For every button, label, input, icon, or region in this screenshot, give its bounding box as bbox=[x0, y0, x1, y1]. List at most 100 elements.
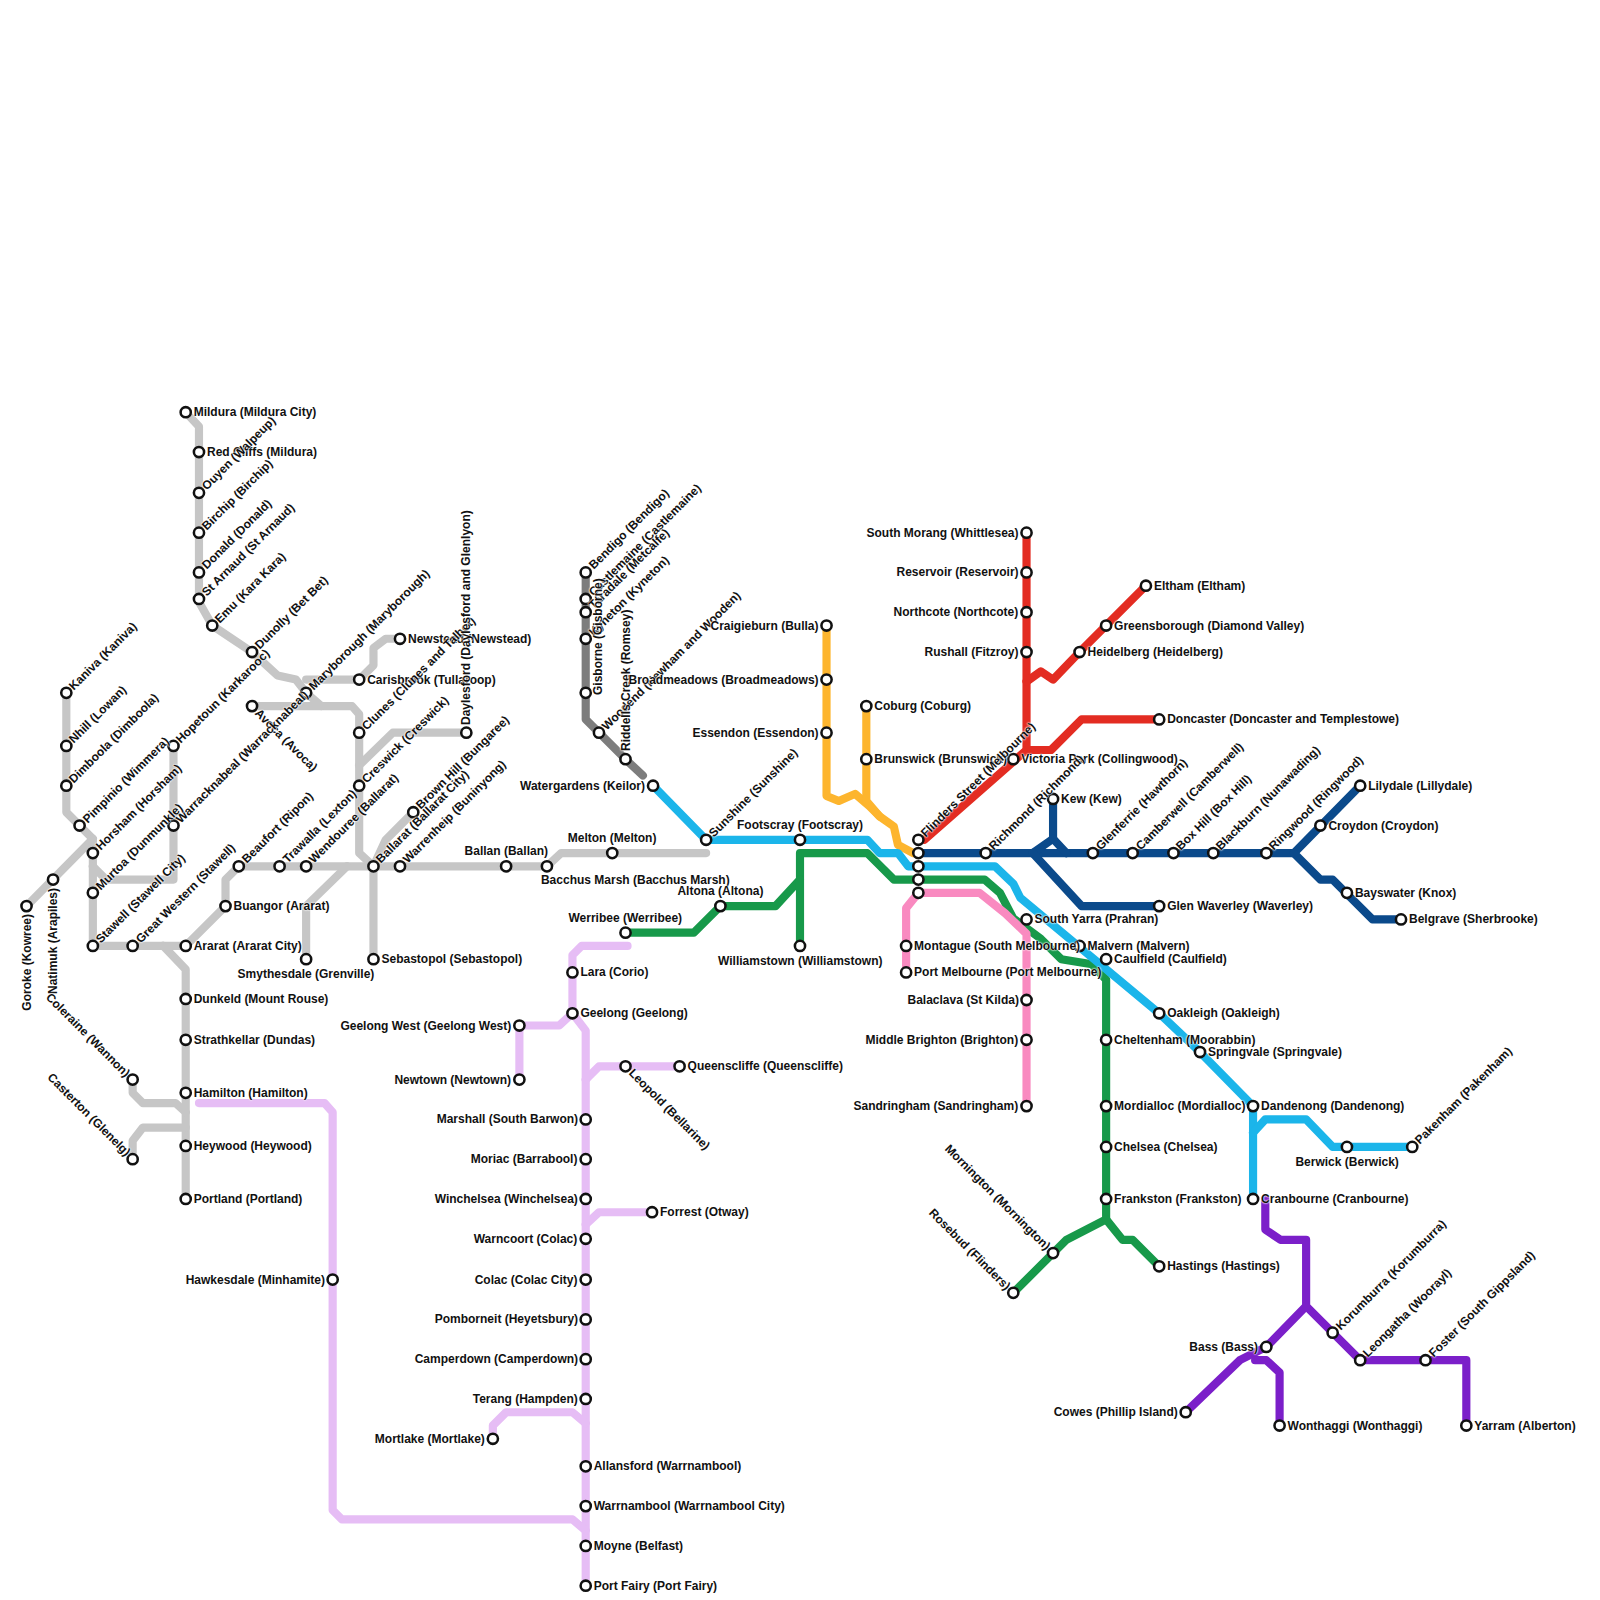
station-label: Mordialloc (Mordialloc) bbox=[1114, 1099, 1245, 1113]
station-label: Port Fairy (Port Fairy) bbox=[594, 1579, 717, 1593]
station-label: Werribee (Werribee) bbox=[569, 911, 683, 925]
station-label: Rushall (Fitzroy) bbox=[925, 645, 1019, 659]
station-dot bbox=[581, 1354, 591, 1364]
rail-line bbox=[133, 1080, 186, 1113]
station-dot bbox=[861, 701, 871, 711]
station-dot bbox=[181, 1194, 191, 1204]
station-dot bbox=[1396, 914, 1406, 924]
rail-line bbox=[653, 786, 1253, 1199]
station-label: Dandenong (Dandenong) bbox=[1261, 1099, 1404, 1113]
station-dot bbox=[581, 1394, 591, 1404]
station-label: Watergardens (Keilor) bbox=[520, 779, 645, 793]
station-dot bbox=[61, 741, 71, 751]
station-label: Heidelberg (Heidelberg) bbox=[1088, 645, 1223, 659]
station-dot bbox=[1021, 567, 1031, 577]
station-label: Balaclava (St Kilda) bbox=[908, 993, 1019, 1007]
station-label: Craigieburn (Bulla) bbox=[711, 619, 819, 633]
station-dot bbox=[301, 954, 311, 964]
station-label: Warrnambool (Warrnambool City) bbox=[594, 1499, 785, 1513]
station-dot bbox=[581, 1461, 591, 1471]
station-dot bbox=[1008, 1288, 1018, 1298]
station-label: Lilydale (Lillydale) bbox=[1368, 779, 1472, 793]
station-label: Oakleigh (Oakleigh) bbox=[1167, 1006, 1280, 1020]
station-label: Glen Waverley (Waverley) bbox=[1167, 899, 1313, 913]
station-label: Coleraine (Wannon) bbox=[43, 990, 133, 1080]
rail-line bbox=[1033, 853, 1160, 906]
station-label: Casterton (Glenelg) bbox=[44, 1070, 133, 1159]
station-dot bbox=[674, 1061, 684, 1071]
darkblue-lines bbox=[918, 786, 1401, 920]
station-dot bbox=[581, 1541, 591, 1551]
station-dot bbox=[395, 861, 405, 871]
station-dot bbox=[21, 901, 31, 911]
station-dot bbox=[1154, 901, 1164, 911]
station-dot bbox=[1021, 995, 1031, 1005]
station-dot bbox=[1261, 848, 1271, 858]
station-label: Sandringham (Sandringham) bbox=[854, 1099, 1019, 1113]
station-label: Lara (Corio) bbox=[580, 965, 648, 979]
station-dot bbox=[1248, 1194, 1258, 1204]
station-dot bbox=[181, 1141, 191, 1151]
station-label: Smythesdale (Grenville) bbox=[238, 967, 375, 981]
station-label: Warncoort (Colac) bbox=[474, 1232, 578, 1246]
station-dot bbox=[1021, 647, 1031, 657]
station-label: Caulfield (Caulfield) bbox=[1114, 952, 1227, 966]
station-label: Sebastopol (Sebastopol) bbox=[381, 952, 522, 966]
station-dot bbox=[795, 941, 805, 951]
station-label: Doncaster (Doncaster and Templestowe) bbox=[1167, 712, 1399, 726]
station-label: Hastings (Hastings) bbox=[1167, 1259, 1280, 1273]
station-dot bbox=[607, 848, 617, 858]
station-dot bbox=[1074, 647, 1084, 657]
station-dot bbox=[247, 701, 257, 711]
rail-line bbox=[369, 866, 377, 959]
station-dot bbox=[88, 941, 98, 951]
station-dot bbox=[1342, 888, 1352, 898]
station-label: Cheltenham (Moorabbin) bbox=[1114, 1033, 1255, 1047]
station-label: Chelsea (Chelsea) bbox=[1114, 1140, 1217, 1154]
station-label: Daylesford (Daylesford and Glenlyon) bbox=[459, 510, 473, 725]
station-label: Mildura (Mildura City) bbox=[194, 405, 317, 419]
station-label: Ararat (Ararat City) bbox=[194, 939, 302, 953]
station-dot bbox=[594, 728, 604, 738]
station-dot bbox=[861, 754, 871, 764]
station-label: Pakenham (Pakenham) bbox=[1412, 1044, 1515, 1147]
station-dot bbox=[620, 928, 630, 938]
station-dot bbox=[581, 1274, 591, 1284]
station-dot bbox=[328, 1274, 338, 1284]
station-dot bbox=[207, 620, 217, 630]
station-label: Port Melbourne (Port Melbourne) bbox=[914, 965, 1101, 979]
station-dot bbox=[354, 674, 364, 684]
station-dot bbox=[1101, 954, 1111, 964]
station-label: Hamilton (Hamilton) bbox=[194, 1086, 308, 1100]
station-dot bbox=[514, 1020, 524, 1030]
station-dot bbox=[647, 1207, 657, 1217]
station-label: Winchelsea (Winchelsea) bbox=[435, 1192, 578, 1206]
station-dot bbox=[1141, 581, 1151, 591]
station-label: Dunkeld (Mount Rouse) bbox=[194, 992, 329, 1006]
station-label: Ringwood (Ringwood) bbox=[1266, 753, 1366, 853]
station-label: Terang (Hampden) bbox=[473, 1392, 578, 1406]
station-dot bbox=[1021, 1101, 1031, 1111]
station-dot bbox=[501, 861, 511, 871]
station-dot bbox=[821, 620, 831, 630]
station-label: Natimuk (Arapiles) bbox=[46, 888, 60, 994]
station-dot bbox=[61, 688, 71, 698]
green-lines bbox=[626, 853, 1160, 1293]
station-dot bbox=[581, 1154, 591, 1164]
rail-line bbox=[796, 880, 804, 946]
station-dot bbox=[1342, 1142, 1352, 1152]
station-dot bbox=[901, 967, 911, 977]
station-dot bbox=[194, 447, 204, 457]
station-dot bbox=[1181, 1407, 1191, 1417]
rail-line bbox=[1186, 1306, 1306, 1412]
rail-line bbox=[199, 1103, 586, 1531]
station-label: Rosebud (Flinders) bbox=[926, 1206, 1013, 1293]
station-dot bbox=[701, 835, 711, 845]
station-label: Emu (Kara Kara) bbox=[212, 549, 288, 625]
station-label: Victoria Park (Collingwood) bbox=[1021, 752, 1177, 766]
station-dot bbox=[368, 861, 378, 871]
station-dot bbox=[581, 1194, 591, 1204]
station-label: Ballan (Ballan) bbox=[465, 844, 548, 858]
station-label: Birchip (Birchip) bbox=[199, 456, 275, 532]
